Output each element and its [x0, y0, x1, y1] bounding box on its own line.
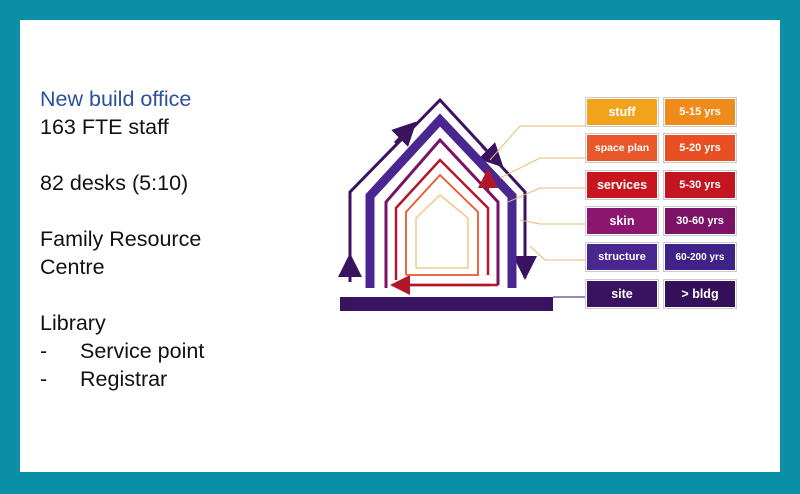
layer-years: 5-30 yrs [663, 170, 737, 200]
site-base [340, 297, 553, 311]
shearing-layers-diagram [338, 97, 586, 311]
slide: New build office 163 FTE staff 82 desks … [20, 20, 780, 472]
layer-name: services [585, 170, 659, 200]
slide-text: New build office 163 FTE staff 82 desks … [40, 85, 204, 393]
bullet-item: - Registrar [40, 365, 204, 393]
legend-row-space-plan: space plan 5-20 yrs [585, 133, 737, 163]
legend-row-site: site > bldg [585, 279, 737, 309]
legend-row-structure: structure 60-200 yrs [585, 242, 737, 272]
layer-name: stuff [585, 97, 659, 127]
layer-years: > bldg [663, 279, 737, 309]
layer-years: 5-20 yrs [663, 133, 737, 163]
layer-name: space plan [585, 133, 659, 163]
skin-outline [384, 137, 500, 288]
legend-row-services: services 5-30 yrs [585, 170, 737, 200]
services-outline [394, 158, 490, 280]
legend-row-stuff: stuff 5-15 yrs [585, 97, 737, 127]
space-plan-outline [405, 173, 479, 276]
desk-count: 82 desks (5:10) [40, 171, 189, 195]
connector-lines [489, 125, 586, 261]
family-resource-line1: Family Resource [40, 227, 202, 251]
bullet-item: - Service point [40, 337, 204, 365]
layer-name: site [585, 279, 659, 309]
bullet-label: Registrar [80, 367, 168, 391]
structure-outline [365, 113, 517, 288]
slide-title: New build office [40, 87, 192, 111]
stuff-outline [415, 193, 469, 269]
bullet-dash: - [40, 339, 48, 363]
layer-years: 30-60 yrs [663, 206, 737, 236]
layer-name: skin [585, 206, 659, 236]
bullet-dash: - [40, 367, 48, 391]
legend-row-skin: skin 30-60 yrs [585, 206, 737, 236]
layer-years: 5-15 yrs [663, 97, 737, 127]
layer-years: 60-200 yrs [663, 242, 737, 272]
staff-count: 163 FTE staff [40, 115, 169, 139]
family-resource-line2: Centre [40, 255, 105, 279]
bullet-label: Service point [80, 339, 205, 363]
library-heading: Library [40, 311, 106, 335]
layer-name: structure [585, 242, 659, 272]
